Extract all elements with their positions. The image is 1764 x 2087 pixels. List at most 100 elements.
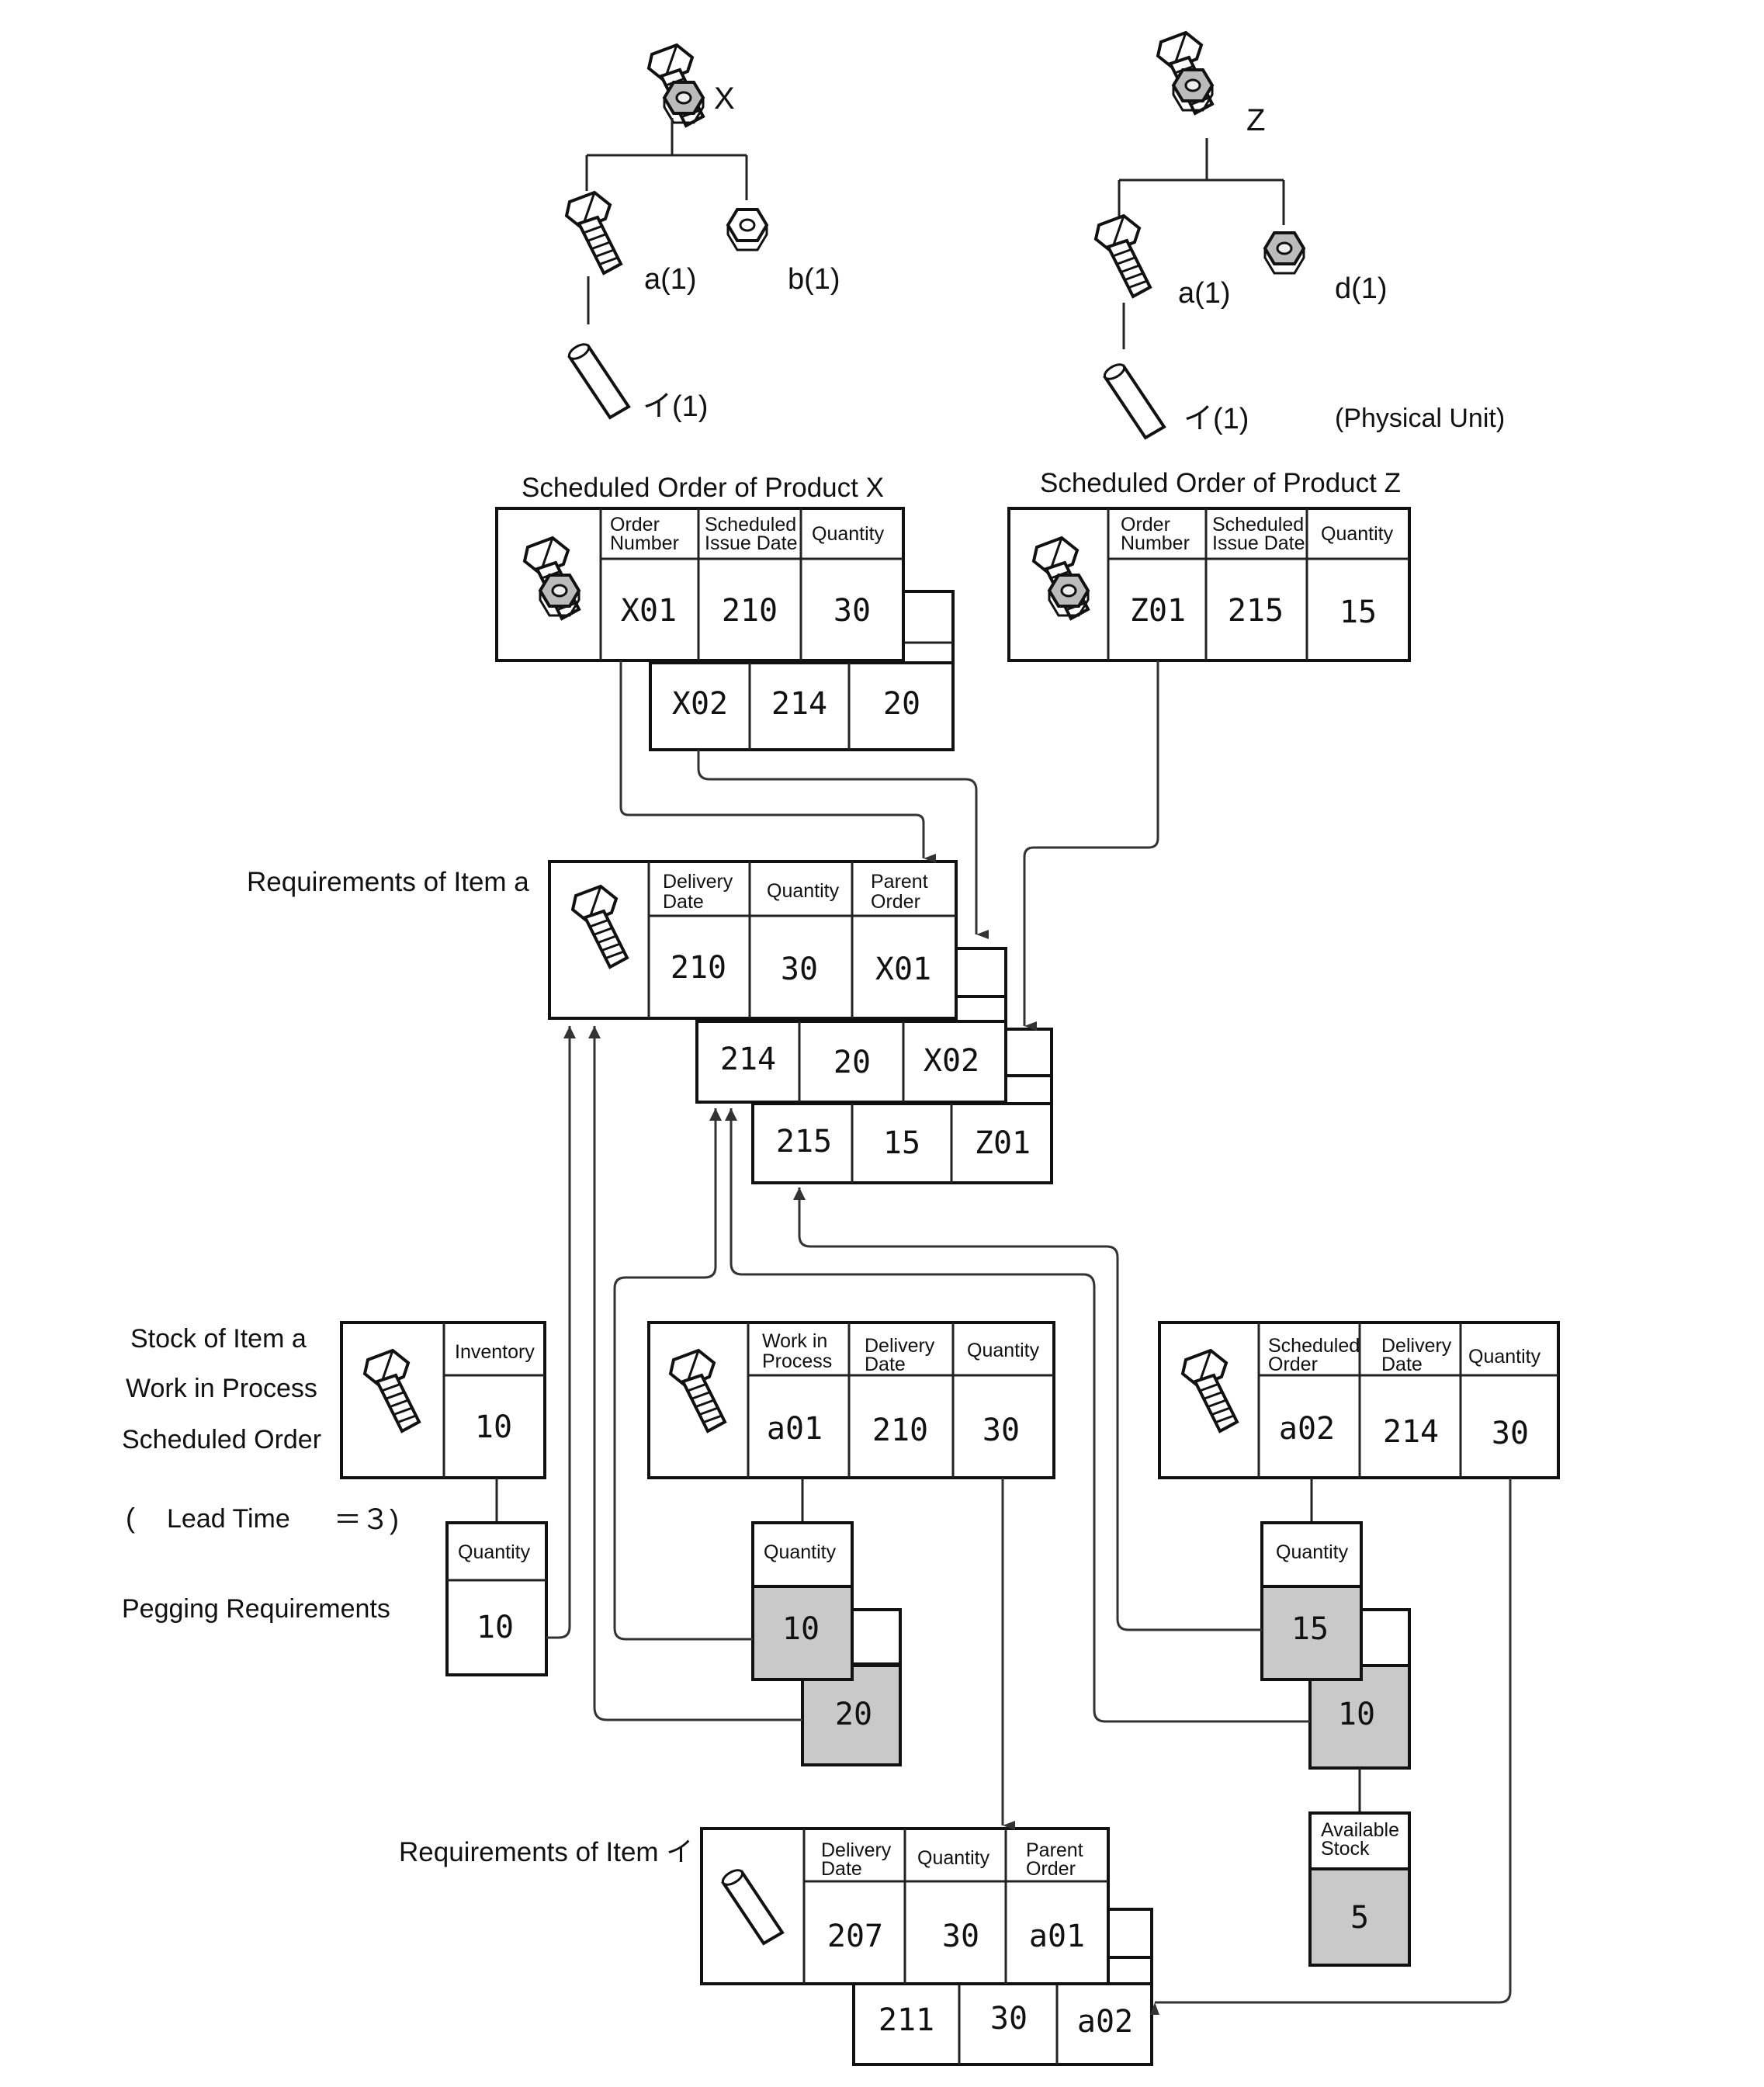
- tree-x-product-label: X: [714, 81, 735, 116]
- sched-x-h3: Quantity: [812, 523, 885, 545]
- req-a-r1-qty: 20: [833, 1045, 871, 1080]
- sched-x-r0-date: 210: [722, 593, 778, 629]
- req-a-r2-qty: 15: [883, 1125, 920, 1161]
- label-stock: Stock of Item a: [130, 1324, 307, 1354]
- req-a-h1-l2: Date: [663, 891, 704, 913]
- sched-z-r0-qty: 15: [1339, 595, 1377, 630]
- sched-x-r1-date: 214: [771, 686, 827, 722]
- assembly-x-icon: [649, 45, 703, 126]
- tree-product-x: X a(1) b(1) イ(1): [565, 45, 840, 423]
- sched-z-r0-date: 215: [1228, 593, 1284, 629]
- req-a-r1-parent: X02: [924, 1043, 979, 1079]
- scheduled-order-x-table: Scheduled Order of Product X Order Numbe…: [495, 473, 955, 751]
- stock-header: Inventory: [455, 1341, 535, 1363]
- avail-h-l1: Available: [1321, 1819, 1399, 1841]
- label-lead-time-value: ＝３): [334, 1503, 399, 1535]
- nut-d-icon: [1263, 231, 1305, 275]
- label-lead-time-open: (: [126, 1502, 135, 1534]
- wip-date: 210: [872, 1413, 928, 1448]
- left-labels: Stock of Item a Work in Process Schedule…: [122, 1324, 399, 1624]
- sch-qty: 30: [1492, 1416, 1529, 1451]
- bolt-a-icon: [1094, 214, 1152, 298]
- req-i-r0-qty: 30: [942, 1919, 979, 1954]
- sched-z-h3: Quantity: [1321, 523, 1394, 545]
- label-pegging-requirements: Pegging Requirements: [122, 1594, 390, 1624]
- peg-connectors: [546, 660, 1512, 2015]
- sched-x-h2-l1: Scheduled: [705, 514, 796, 536]
- wip-peg-1: 20: [835, 1697, 872, 1732]
- tree-z-a-label: a(1): [1178, 277, 1231, 310]
- wip-h3: Quantity: [967, 1340, 1040, 1361]
- pin-i-icon: [565, 339, 630, 419]
- sch-peg-0: 15: [1291, 1611, 1329, 1647]
- wip-qty: 30: [983, 1413, 1020, 1448]
- link-stock-peg-req-a: [546, 1026, 576, 1639]
- sched-x-h1-l1: Order: [610, 514, 660, 536]
- avail-h-l2: Stock: [1321, 1838, 1370, 1860]
- req-a-r2-parent: Z01: [975, 1125, 1031, 1161]
- req-i-r1-parent: a02: [1077, 2004, 1133, 2040]
- sched-z-title: Scheduled Order of Product Z: [1040, 468, 1401, 498]
- sch-h3: Quantity: [1468, 1346, 1541, 1368]
- nut-b-icon: [726, 208, 768, 251]
- requirements-item-a-table: Requirements of Item a Delivery Date Qua…: [247, 860, 1053, 1184]
- wip-h2-l2: Date: [865, 1354, 906, 1375]
- sched-z-h1-l2: Number: [1121, 532, 1190, 554]
- label-lead-time: Lead Time: [167, 1504, 290, 1534]
- tree-z-i-label: イ(1): [1184, 403, 1249, 435]
- req-i-h1-l1: Delivery: [821, 1839, 892, 1861]
- sch-peg-1: 10: [1338, 1697, 1375, 1732]
- sched-z-r0-order: Z01: [1130, 593, 1186, 629]
- sched-x-r0-qty: 30: [833, 593, 871, 629]
- sch-h2-l2: Date: [1381, 1354, 1423, 1375]
- sch-peg-header: Quantity: [1276, 1541, 1349, 1563]
- stock-value: 10: [475, 1409, 512, 1445]
- tree-x-b-label: b(1): [788, 263, 840, 296]
- sched-x-h1-l2: Number: [610, 532, 679, 554]
- link-wip-peg1-req-a: [588, 1026, 802, 1721]
- req-a-r0-qty: 30: [781, 952, 818, 987]
- sched-z-h2-l2: Issue Date: [1212, 532, 1305, 554]
- label-wip: Work in Process: [126, 1374, 317, 1403]
- req-i-r1-qty: 30: [990, 2001, 1028, 2037]
- sch-date: 214: [1383, 1414, 1439, 1450]
- wip-order: a01: [767, 1411, 823, 1447]
- req-a-r2-date: 215: [776, 1124, 832, 1160]
- sch-h1-l2: Order: [1268, 1354, 1318, 1375]
- req-a-r1-date: 214: [720, 1042, 776, 1077]
- req-i-h3-l2: Order: [1026, 1858, 1076, 1880]
- requirements-item-i-table: Requirements of Item イ Delivery Date Qua…: [399, 1827, 1153, 2066]
- req-a-r0-parent: X01: [875, 952, 931, 987]
- physical-unit-note: (Physical Unit): [1335, 404, 1505, 433]
- label-scheduled-order: Scheduled Order: [122, 1425, 321, 1454]
- wip-h1-l2: Process: [762, 1350, 832, 1372]
- link-x01-req-a: [619, 660, 936, 863]
- req-a-h2: Quantity: [767, 880, 840, 902]
- scheduled-order-z-table: Scheduled Order of Product Z Order Numbe…: [1007, 468, 1411, 662]
- link-x02-req-a: [697, 750, 989, 939]
- req-i-h3-l1: Parent: [1026, 1839, 1083, 1861]
- req-i-r0-parent: a01: [1029, 1919, 1085, 1954]
- tree-z-d-label: d(1): [1335, 272, 1388, 305]
- req-a-h1-l1: Delivery: [663, 871, 733, 893]
- pin-i-icon: [1100, 359, 1166, 439]
- tree-x-a-label: a(1): [644, 263, 697, 296]
- assembly-z-icon: [1158, 33, 1212, 113]
- req-a-h3-l2: Order: [871, 891, 920, 913]
- bolt-a-icon: [565, 191, 622, 275]
- link-sch-req-i: [1167, 1478, 1512, 2004]
- link-z01-req-a: [1023, 660, 1159, 1031]
- wip-h1-l1: Work in: [762, 1330, 827, 1352]
- stock-peg-header: Quantity: [458, 1541, 531, 1563]
- req-i-r0-date: 207: [827, 1919, 883, 1954]
- sch-h2-l1: Delivery: [1381, 1335, 1452, 1357]
- wip-peg-0: 10: [782, 1611, 820, 1647]
- wip-table: Work in Process Delivery Date Quantity a…: [647, 1321, 1055, 1766]
- sched-x-h2-l2: Issue Date: [705, 532, 798, 554]
- sch-h1-l1: Scheduled: [1268, 1335, 1360, 1357]
- tree-x-i-label: イ(1): [643, 390, 708, 423]
- sched-x-r0-order: X01: [621, 593, 677, 629]
- sched-x-r1-qty: 20: [883, 686, 920, 722]
- stock-table: Inventory 10 Quantity 10: [340, 1321, 548, 1676]
